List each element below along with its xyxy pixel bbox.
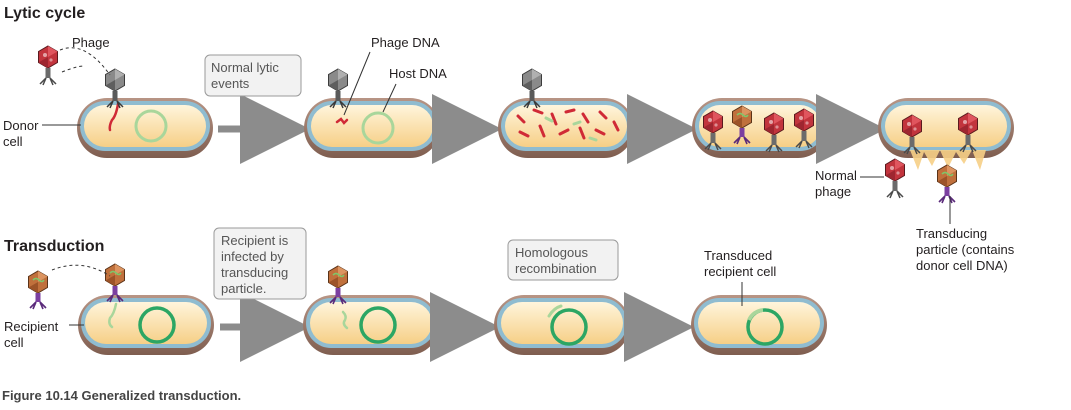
injected-phage-dna — [108, 102, 120, 132]
phage-label: Phage — [72, 35, 110, 50]
recipient-infected-box: Recipient is infected by transducing par… — [213, 227, 307, 300]
free-phage-icon — [37, 45, 59, 86]
normal-phage-label-line1: Normal — [815, 168, 857, 183]
transduced-cell-label-line2: recipient cell — [704, 264, 776, 279]
box-text-line3: transducing — [221, 265, 288, 280]
donor-cell-label-line2: cell — [3, 134, 23, 149]
recipient-cell-label-line2: cell — [4, 335, 24, 350]
recipient-cell — [78, 295, 214, 355]
lysis-burst — [910, 150, 986, 170]
lysed-cell — [878, 98, 1014, 170]
box-text-line2: events — [211, 76, 250, 91]
box-text-line1: Homologous — [515, 245, 588, 260]
phage-dna-label: Phage DNA — [371, 35, 440, 50]
transducing-particle-label-line2: particle (contains — [916, 242, 1015, 257]
host-dna-label: Host DNA — [389, 66, 447, 81]
transduced-recipient-cell — [691, 295, 827, 355]
recombining-cell — [494, 295, 630, 355]
donor-cell — [77, 98, 213, 158]
donor-dna-aligning — [547, 304, 563, 318]
free-transducing-particle-icon — [27, 270, 49, 310]
transduction-title: Transduction — [4, 238, 104, 255]
normal-lytic-events-box: Normal lytic events — [204, 54, 302, 97]
box-text-line2: infected by — [221, 249, 284, 264]
box-text-line1: Normal lytic — [211, 60, 279, 75]
box-text-line2: recombination — [515, 261, 597, 276]
transducing-particle-icon — [936, 164, 958, 204]
normal-phage-label-line2: phage — [815, 184, 851, 199]
box-text-line1: Recipient is — [221, 233, 289, 248]
figure-caption: Figure 10.14 Generalized transduction. — [2, 388, 241, 403]
normal-phage-icon — [884, 158, 906, 199]
host-dna-circle — [361, 111, 395, 145]
integrated-donor-dna — [747, 308, 764, 321]
transducing-particle-label-line1: Transducing — [916, 226, 987, 241]
box-text-line4: particle. — [221, 281, 267, 296]
recombinant-dna-circle — [746, 308, 784, 346]
lytic-cycle-title: Lytic cycle — [4, 5, 85, 22]
phage-path-dashed — [59, 47, 111, 76]
infected-cell — [304, 98, 440, 158]
assembly-cell — [692, 98, 828, 158]
transducing-particle-label-line3: donor cell DNA) — [916, 258, 1008, 273]
infected-recipient-cell — [303, 295, 439, 355]
host-dna-leader — [382, 83, 397, 113]
donor-dna-fragment — [341, 310, 349, 330]
recipient-dna-circle — [138, 306, 176, 344]
donor-dna-injected — [108, 302, 118, 329]
host-dna-circle — [134, 109, 168, 143]
phage-dna-fragment — [335, 117, 349, 125]
particle-path-dashed — [51, 264, 111, 277]
recipient-dna-circle — [359, 306, 397, 344]
donor-cell-label-line1: Donor — [3, 118, 39, 133]
transduced-cell-label-line1: Transduced — [704, 248, 772, 263]
phage-dna-leader — [343, 51, 371, 116]
recipient-cell-label-line1: Recipient — [4, 319, 59, 334]
homologous-recombination-box: Homologous recombination — [507, 239, 619, 281]
recipient-dna-circle — [550, 308, 588, 346]
fragmented-dna-cell — [498, 98, 634, 158]
